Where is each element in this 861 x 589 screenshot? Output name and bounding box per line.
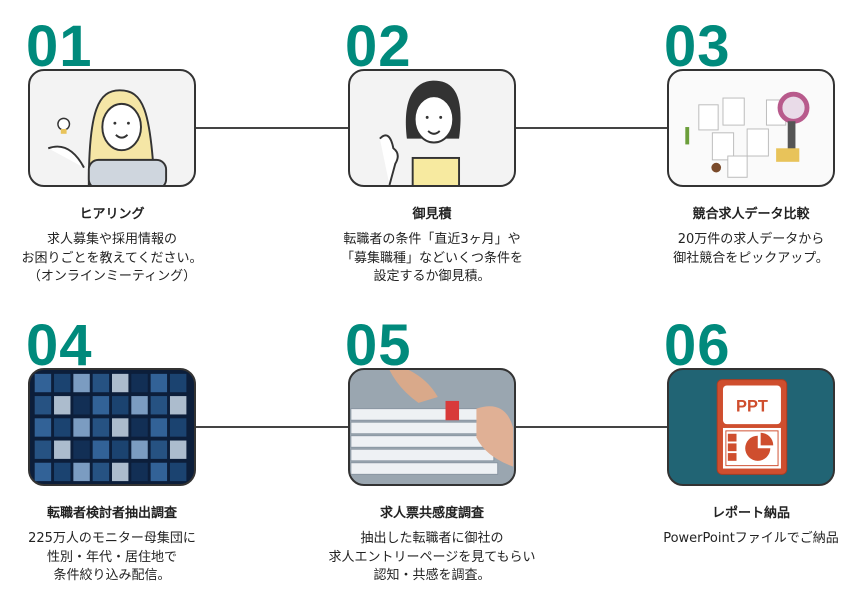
step-number: 01 bbox=[26, 14, 93, 79]
step-number: 05 bbox=[345, 313, 412, 378]
monitor-tile bbox=[34, 440, 52, 459]
step-title: 競合求人データ比較 bbox=[692, 207, 810, 222]
step-description: 225万人のモニター母集団に性別・年代・居住地で条件絞り込み配信。 bbox=[28, 531, 196, 583]
monitor-tile bbox=[73, 462, 90, 482]
monitor-tile bbox=[112, 440, 129, 459]
estimate-illustration bbox=[348, 69, 516, 187]
monitor-tile bbox=[169, 418, 187, 437]
connector-line bbox=[196, 426, 348, 428]
monitor-tile bbox=[54, 373, 71, 393]
monitor-tile bbox=[131, 440, 148, 459]
monitor-tile bbox=[150, 373, 168, 393]
monitor-tile bbox=[169, 396, 187, 415]
monitor-tile bbox=[169, 373, 187, 393]
monitor-tile bbox=[112, 396, 129, 415]
step-number: 04 bbox=[26, 313, 93, 378]
connector-line bbox=[516, 127, 667, 129]
monitor-tile bbox=[54, 418, 71, 437]
step-description: PowerPointファイルでご納品 bbox=[663, 531, 839, 546]
monitor-tile bbox=[73, 396, 90, 415]
monitor-tile bbox=[150, 462, 168, 482]
monitor-tile bbox=[73, 440, 90, 459]
monitor-tile bbox=[34, 396, 52, 415]
step-title: 転職者検討者抽出調査 bbox=[46, 506, 177, 521]
monitor-tile bbox=[54, 462, 71, 482]
step-description: 抽出した転職者に御社の求人エントリーページを見てもらい認知・共感を調査。 bbox=[328, 531, 536, 583]
step-title: レポート納品 bbox=[711, 506, 790, 521]
monitor-tile bbox=[112, 462, 129, 482]
step-number: 06 bbox=[664, 313, 731, 378]
monitor-tile bbox=[150, 440, 168, 459]
ppt-label: PPT bbox=[736, 398, 768, 416]
monitor-tile bbox=[112, 418, 129, 437]
monitor-tile bbox=[92, 462, 110, 482]
monitor-tile bbox=[131, 373, 148, 393]
step-description: 転職者の条件「直近3ヶ月」や「募集職種」などいくつ条件を設定するか御見積。 bbox=[340, 232, 523, 284]
step-title: 御見積 bbox=[412, 207, 452, 222]
monitor-tile bbox=[150, 418, 168, 437]
step-number: 03 bbox=[664, 14, 731, 79]
monitor-tile bbox=[34, 462, 52, 482]
monitor-tile bbox=[92, 373, 110, 393]
connector-line bbox=[516, 426, 667, 428]
monitor-tile bbox=[92, 396, 110, 415]
monitor-survey-image bbox=[28, 368, 196, 486]
monitor-tile bbox=[131, 418, 148, 437]
step-title: 求人票共感度調査 bbox=[379, 506, 484, 521]
ppt-report-icon: PPT bbox=[667, 368, 835, 486]
monitor-tile bbox=[92, 418, 110, 437]
monitor-tile bbox=[112, 373, 129, 393]
connector-line bbox=[196, 127, 348, 129]
step-title: ヒアリング bbox=[79, 207, 145, 222]
monitor-tile bbox=[169, 440, 187, 459]
monitor-tile bbox=[34, 373, 52, 393]
step-description: 20万件の求人データから御社競合をピックアップ。 bbox=[673, 232, 829, 266]
step-description: 求人募集や採用情報のお困りごとを教えてください。（オンラインミーティング） bbox=[21, 232, 203, 284]
monitor-tile bbox=[73, 373, 90, 393]
step-number: 02 bbox=[345, 14, 412, 79]
competitor-data-illustration bbox=[667, 69, 835, 187]
monitor-tile bbox=[54, 396, 71, 415]
monitor-tile bbox=[54, 440, 71, 459]
monitor-tile bbox=[169, 462, 187, 482]
monitor-tile bbox=[92, 440, 110, 459]
monitor-tile bbox=[73, 418, 90, 437]
monitor-tile bbox=[150, 396, 168, 415]
monitor-tile bbox=[34, 418, 52, 437]
hearing-illustration bbox=[28, 69, 196, 187]
document-stack-image bbox=[348, 368, 516, 486]
monitor-tile bbox=[131, 462, 148, 482]
monitor-tile bbox=[131, 396, 148, 415]
